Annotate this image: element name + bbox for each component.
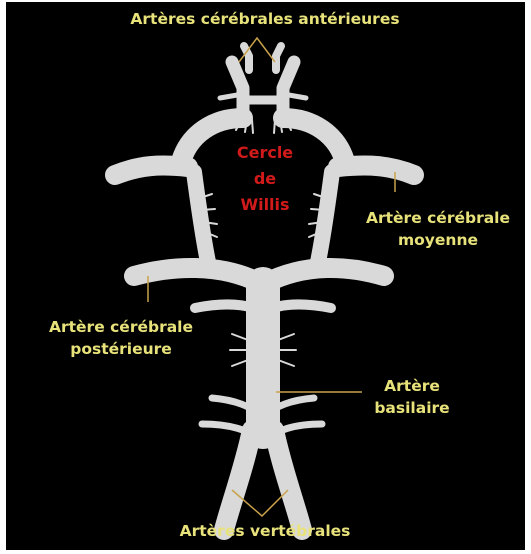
- label-basilar-line-1: Artère: [362, 375, 462, 397]
- label-posterior-cerebral-artery: Artère cérébrale postérieure: [40, 316, 202, 360]
- middle-cerebral-artery-left: [115, 166, 188, 175]
- label-middle-line-1: Artère cérébrale: [358, 207, 518, 229]
- vertebral-artery-right: [274, 430, 302, 530]
- title-line-3: Willis: [210, 192, 320, 218]
- middle-cerebral-artery-right: [338, 166, 414, 175]
- label-middle-line-2: moyenne: [358, 229, 518, 251]
- posterior-communicating-artery-left: [194, 172, 208, 262]
- vertebral-artery-left: [224, 430, 252, 530]
- label-basilar-artery: Artère basilaire: [362, 375, 462, 419]
- label-posterior-line-1: Artère cérébrale: [40, 316, 202, 338]
- posterior-communicating-artery-right: [318, 172, 332, 262]
- label-vertebral-arteries: Artères vertébrales: [130, 520, 400, 542]
- label-anterior-cerebral-arteries: Artères cérébrales antérieures: [100, 8, 430, 30]
- title-line-2: de: [210, 166, 320, 192]
- label-posterior-line-2: postérieure: [40, 338, 202, 360]
- label-basilar-line-2: basilaire: [362, 397, 462, 419]
- posterior-cerebral-artery-right: [264, 268, 384, 284]
- title-line-1: Cercle: [210, 140, 320, 166]
- label-middle-cerebral-artery: Artère cérébrale moyenne: [358, 207, 518, 251]
- posterior-cerebral-artery-left: [134, 268, 262, 284]
- diagram-title: Cercle de Willis: [210, 140, 320, 218]
